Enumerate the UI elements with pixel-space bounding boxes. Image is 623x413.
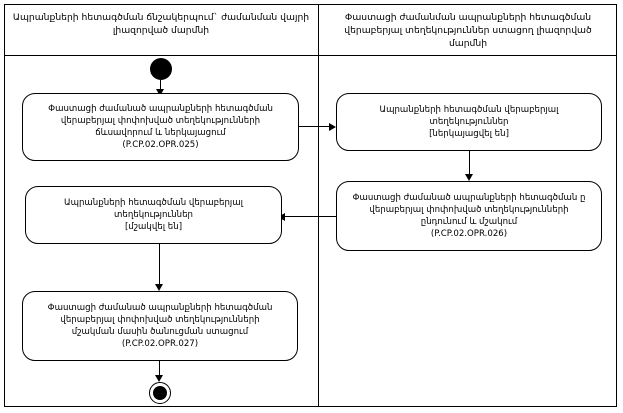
edge-start-to-activity-025-arrow bbox=[156, 89, 164, 96]
activity-node-opr-027-label: Փաստացի ժամանած ապրանքների հետագծման վեր… bbox=[47, 302, 273, 350]
edge-activity-025-to-receive-line bbox=[299, 126, 330, 127]
edge-processed-to-activity-027-line bbox=[159, 244, 160, 287]
swimlane-right-header-divider bbox=[319, 55, 617, 56]
edge-activity-025-to-receive-arrow bbox=[329, 123, 336, 131]
final-node bbox=[149, 382, 171, 404]
edge-processed-to-activity-027-arrow bbox=[155, 284, 163, 291]
edge-receive-to-activity-026-line bbox=[469, 151, 470, 177]
activity-node-tracking-info-processed-label: Ապրանքների հետագծման վերաբերյալ տեղեկութ… bbox=[64, 197, 243, 233]
activity-node-opr-027[interactable]: Փաստացի ժամանած ապրանքների հետագծման վեր… bbox=[22, 291, 298, 361]
swimlane-vertical-divider bbox=[318, 4, 319, 407]
swimlane-left-title: Ապրանքների հետագծման ճնշակերպում` ժամանմ… bbox=[12, 12, 310, 37]
edge-activity-026-to-processed-line bbox=[282, 216, 336, 217]
activity-node-opr-025[interactable]: Փաստացի ժամանած ապրանքների հետագծման վեր… bbox=[22, 93, 299, 161]
activity-node-tracking-info-processed[interactable]: Ապրանքների հետագծման վերաբերյալ տեղեկութ… bbox=[25, 186, 282, 244]
initial-node bbox=[150, 58, 172, 80]
activity-node-opr-026[interactable]: Փաստացի ժամանած ապրանքների հետագծման ը վ… bbox=[336, 181, 602, 251]
activity-node-opr-026-label: Փաստացի ժամանած ապրանքների հետագծման ը վ… bbox=[352, 192, 586, 240]
activity-node-opr-025-label: Փաստացի ժամանած ապրանքների հետագծման վեր… bbox=[48, 103, 273, 151]
edge-start-to-activity-025-line bbox=[160, 80, 161, 92]
edge-activity-027-to-end-line bbox=[159, 361, 160, 379]
swimlane-right-title: Փաստացի ժամանման ապրանքների հետագծման վե… bbox=[344, 12, 592, 50]
edge-activity-027-to-end-arrow bbox=[155, 375, 163, 382]
swimlane-left-header-divider bbox=[4, 55, 318, 56]
activity-node-tracking-info-submitted[interactable]: Ապրանքների հետագծման վերաբերյալ տեղեկութ… bbox=[336, 93, 602, 151]
edge-receive-to-activity-026-arrow bbox=[465, 174, 473, 181]
activity-node-tracking-info-submitted-label: Ապրանքների հետագծման վերաբերյալ տեղեկութ… bbox=[379, 104, 559, 140]
diagram-frame bbox=[4, 4, 617, 407]
